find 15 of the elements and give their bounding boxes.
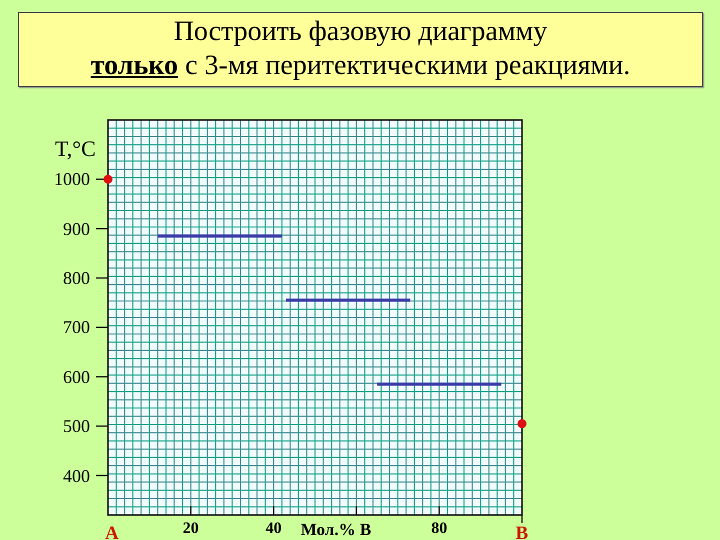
tick-label: 800 <box>63 269 90 287</box>
tick-label: 600 <box>63 368 90 386</box>
tick-label: 900 <box>63 220 90 238</box>
title-text: Построить фазовую диаграмму только с 3-мя перитектическими реакциями. <box>90 15 630 83</box>
axis-title: T,°C <box>55 138 96 160</box>
axis-title: Мол.% В <box>300 521 372 538</box>
tick-label: 700 <box>63 318 90 336</box>
tick-label: 40 <box>266 521 282 537</box>
tick-label: 1000 <box>54 170 90 188</box>
tick-label: 20 <box>182 521 199 537</box>
axis-end-label: A <box>105 524 119 540</box>
tick-label: 500 <box>63 417 90 436</box>
axis-end-label: B <box>516 524 528 540</box>
tick-label: 400 <box>63 466 90 484</box>
tick-label: 80 <box>431 521 448 537</box>
